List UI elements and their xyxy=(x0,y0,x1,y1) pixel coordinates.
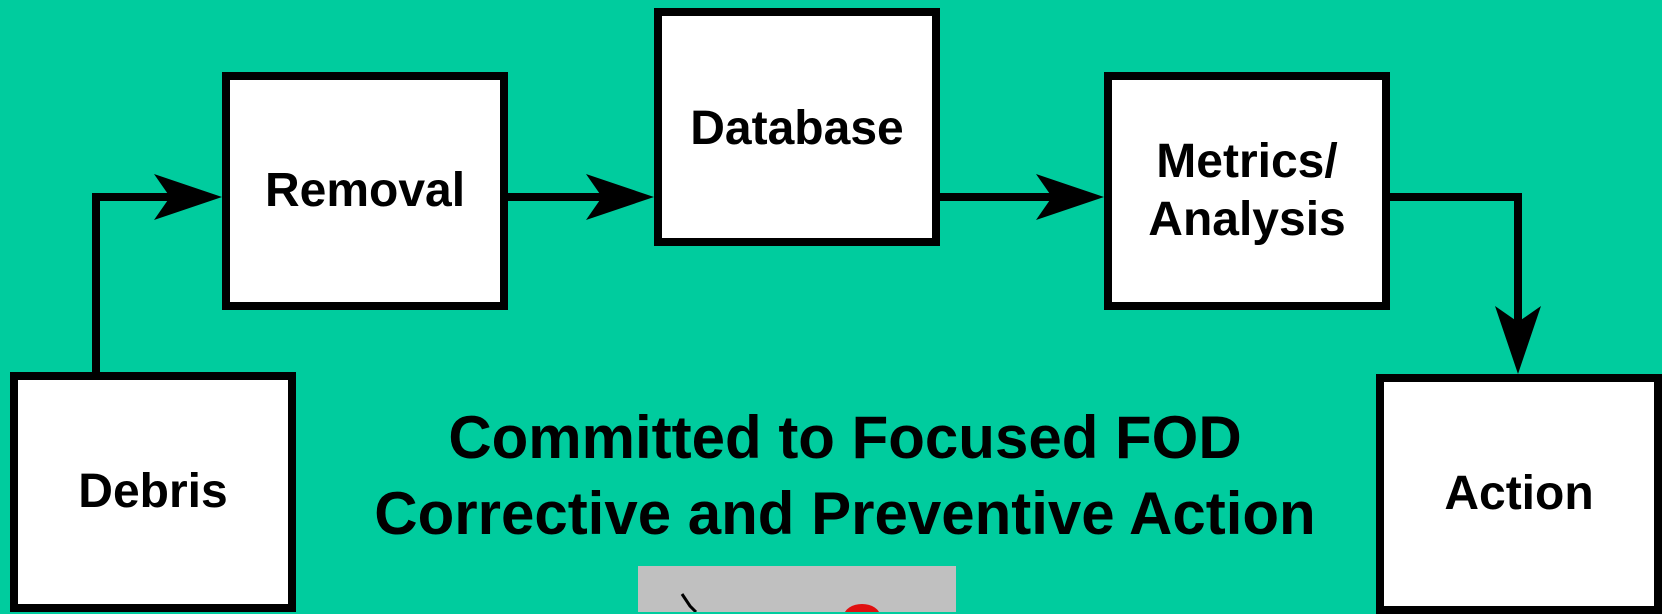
debris-label: Debris xyxy=(78,465,228,519)
arrowhead-to-metrics xyxy=(1036,174,1104,220)
partial-image-graphic xyxy=(680,593,879,612)
red-shape xyxy=(845,604,879,612)
arrowhead-to-removal xyxy=(154,174,222,220)
tagline-line2: Corrective and Preventive Action xyxy=(374,480,1316,547)
metrics-analysis-box: Metrics/ Analysis xyxy=(1104,72,1390,310)
action-label: Action xyxy=(1444,467,1594,521)
removal-label: Removal xyxy=(264,164,466,218)
connector-metrics-action xyxy=(1390,193,1522,322)
removal-box: Removal xyxy=(222,72,508,310)
tagline: Committed to Focused FOD Corrective and … xyxy=(300,400,1390,552)
metrics-label-line1: Metrics/ xyxy=(1156,135,1338,189)
database-box: Database xyxy=(654,8,940,246)
partial-image xyxy=(638,566,956,612)
action-box: Action xyxy=(1376,374,1662,614)
database-label: Database xyxy=(690,102,904,155)
arrowhead-to-database xyxy=(586,174,654,220)
metrics-analysis-label: Metrics/ Analysis xyxy=(1148,133,1345,248)
tagline-line1: Committed to Focused FOD xyxy=(448,404,1242,471)
connector-debris-removal xyxy=(92,193,170,372)
arrowhead-to-action xyxy=(1495,306,1541,374)
debris-box: Debris xyxy=(10,372,296,612)
metrics-label-line2: Analysis xyxy=(1148,193,1346,246)
